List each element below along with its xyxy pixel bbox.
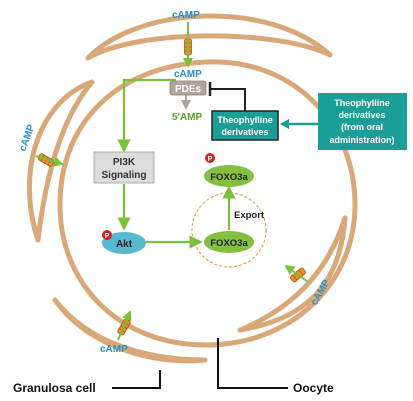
- arrow-camp-right-in: [284, 264, 309, 283]
- akt-node: [102, 232, 146, 254]
- theophylline-outer-line2: derivatives: [338, 110, 385, 120]
- nucleus: [191, 192, 267, 268]
- five-amp-label: 5'AMP: [172, 112, 202, 123]
- theophylline-inner-line1: Theophylline: [217, 115, 273, 125]
- camp-label-inner: cAMP: [174, 69, 202, 80]
- foxo3a-nuclear-label: FOXO3a: [210, 238, 248, 249]
- granulosa-cells: [26, 13, 348, 364]
- foxo3a-nuclear-node: [204, 231, 254, 253]
- granulosa-cell-label: Granulosa cell: [13, 381, 96, 395]
- foxo3a-cyto-label: FOXO3a: [210, 172, 248, 183]
- camp-label-bottom: cAMP: [100, 344, 128, 355]
- pi3k-box: [93, 151, 155, 184]
- oocyte-callout-line: [217, 338, 288, 389]
- theophylline-outer-box: [318, 93, 407, 150]
- akt-phospho-label: P: [105, 233, 110, 240]
- akt-phospho-marker: [102, 230, 112, 240]
- granulosa-callout-line: [112, 370, 161, 389]
- pdes-box: [169, 80, 207, 96]
- theophylline-outer-line4: administration): [329, 135, 394, 145]
- theophylline-outer-line3: (from oral: [341, 122, 383, 132]
- theophylline-inner-line2: derivatives: [221, 127, 268, 137]
- camp-label-top: cAMP: [172, 10, 200, 21]
- arrow-camp-left-in: [35, 155, 64, 167]
- theophylline-outer-line1: Theophylline: [334, 98, 390, 108]
- arrow-camp-to-pi3k: [117, 78, 176, 153]
- oocyte-label: Oocyte: [293, 381, 334, 395]
- foxo3a-cyto-node: [204, 165, 254, 187]
- pi3k-line1: PI3K: [113, 157, 136, 168]
- arrow-camp-bottom-in: [117, 310, 132, 341]
- pdes-label: PDEs: [175, 84, 202, 95]
- foxo3a-phospho-marker: [205, 153, 215, 163]
- inhibition-line: [210, 88, 246, 111]
- foxo3a-phospho-label: P: [208, 156, 213, 163]
- export-label: Export: [234, 210, 265, 221]
- arrow-oral-to-inner-head: [280, 119, 289, 129]
- granulosa-cell-top: [85, 13, 333, 61]
- theophylline-inner-box: [211, 110, 279, 141]
- granulosa-cell-right: [237, 215, 348, 333]
- granulosa-cell-bottom: [52, 297, 208, 364]
- akt-label: Akt: [116, 239, 133, 250]
- pi3k-line2: Signaling: [102, 170, 147, 181]
